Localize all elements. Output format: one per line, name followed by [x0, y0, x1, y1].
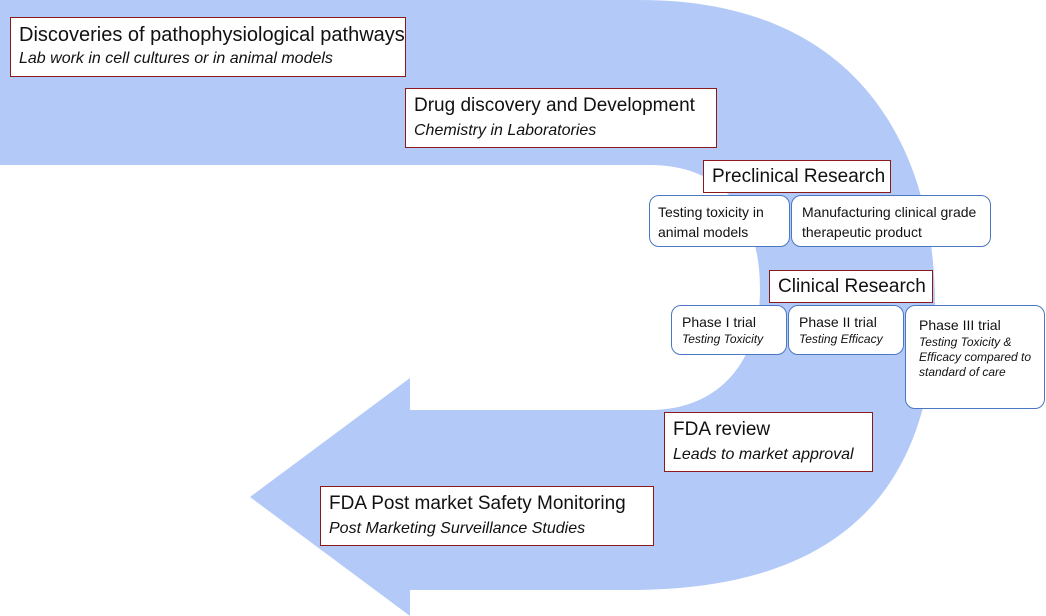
stage-drug-discovery: Drug discovery and Development Chemistry… [405, 88, 717, 148]
stage-fda-review-subtitle: Leads to market approval [673, 446, 854, 463]
stage-discoveries-subtitle: Lab work in cell cultures or in animal m… [19, 50, 333, 67]
stage-drug-discovery-subtitle: Chemistry in Laboratories [414, 122, 597, 139]
stage-discoveries-title: Discoveries of pathophysiological pathwa… [19, 24, 405, 46]
phase1-title: Phase I trial [682, 314, 756, 330]
phase3-box: Phase III trial Testing Toxicity & Effic… [905, 305, 1045, 409]
preclinical-manufacturing-box: Manufacturing clinical grade therapeutic… [791, 195, 991, 247]
stage-post-market-subtitle: Post Marketing Surveillance Studies [329, 520, 586, 537]
preclinical-manufacturing-text: Manufacturing clinical grade therapeutic… [802, 204, 977, 240]
stage-post-market: FDA Post market Safety Monitoring Post M… [320, 486, 654, 546]
preclinical-toxicity-text: Testing toxicity in animal models [658, 204, 764, 240]
phase2-title: Phase II trial [799, 314, 877, 330]
phase1-box: Phase I trial Testing Toxicity [671, 305, 787, 355]
stage-fda-review: FDA review Leads to market approval [664, 412, 873, 472]
stage-preclinical-title: Preclinical Research [712, 166, 886, 187]
stage-clinical-title: Clinical Research [778, 276, 926, 297]
stage-fda-review-title: FDA review [673, 419, 771, 440]
phase3-subtitle: Testing Toxicity & Efficacy compared to … [919, 335, 1032, 379]
stage-post-market-title: FDA Post market Safety Monitoring [329, 493, 626, 514]
stage-preclinical: Preclinical Research [703, 160, 891, 193]
stage-clinical: Clinical Research [769, 270, 933, 303]
stage-discoveries: Discoveries of pathophysiological pathwa… [10, 17, 406, 77]
phase1-subtitle: Testing Toxicity [682, 332, 764, 346]
stage-drug-discovery-title: Drug discovery and Development [414, 95, 695, 116]
preclinical-toxicity-box: Testing toxicity in animal models [649, 195, 790, 247]
phase2-box: Phase II trial Testing Efficacy [788, 305, 904, 355]
phase2-subtitle: Testing Efficacy [799, 332, 883, 346]
phase3-title: Phase III trial [919, 317, 1001, 333]
